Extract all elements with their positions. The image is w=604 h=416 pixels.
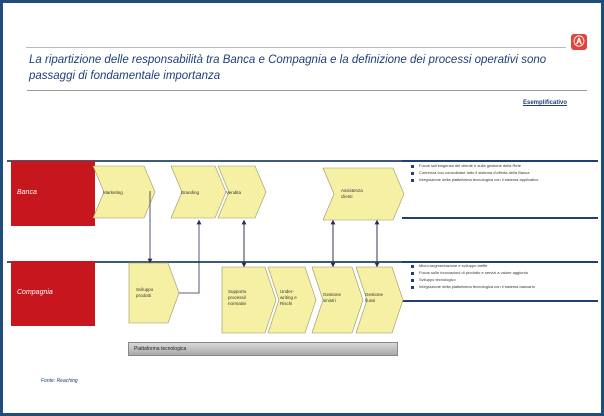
bullet-item: Coerenza con consolidare tutto il sistem… (411, 170, 596, 176)
chevron-marketing: Marketing (92, 165, 156, 219)
node-label-marketing: Marketing (103, 190, 123, 195)
banca-band (7, 160, 402, 162)
chevron-vendita: Vendita (217, 165, 267, 219)
node-label-vendita: Vendita (226, 190, 242, 195)
compagnia-band-bottom (402, 300, 598, 302)
title-underline (27, 90, 587, 91)
platform-bar: Piattaforma tecnologica (128, 342, 398, 356)
bullet-item: Sviluppo tecnologico (411, 277, 596, 283)
slide-title: La ripartizione delle responsabilità tra… (29, 54, 547, 82)
arrow-sviluppo-branding (179, 219, 202, 294)
chevron-branding: Branding (170, 165, 227, 219)
bullet-item: Integrazione della piattaforma tecnologi… (411, 177, 596, 183)
row-label-banca: Banca (11, 161, 95, 226)
title-top-rule (26, 47, 566, 48)
node-label-branding: Branding (181, 190, 200, 195)
example-tag: Esemplificativo (523, 100, 568, 106)
company-logo-icon: Ⓐ (571, 34, 587, 50)
row-label-compagnia: Compagnia (11, 261, 95, 326)
bullet-item: Micro-segmentazione e sviluppo tariffe (411, 263, 596, 269)
banca-bullets: Focus sull'esigenza del cliente e sulla … (411, 163, 596, 184)
bullet-item: Focus sulle innovazioni di prodotto e se… (411, 270, 596, 276)
banca-band-bottom (402, 217, 598, 219)
compagnia-band (7, 261, 402, 263)
bullet-item: Focus sull'esigenza del cliente e sulla … (411, 163, 596, 169)
connector-arrows (147, 191, 380, 294)
compagnia-band-right (402, 261, 598, 263)
banca-band-right (402, 160, 598, 162)
slide: Ⓐ La ripartizione delle responsabilità t… (3, 3, 601, 413)
compagnia-bullets: Micro-segmentazione e sviluppo tariffe F… (411, 263, 596, 291)
source-note: Fonte: Reaching (41, 378, 78, 384)
bullet-item: Integrazione della piattaforma tecnologi… (411, 284, 596, 290)
